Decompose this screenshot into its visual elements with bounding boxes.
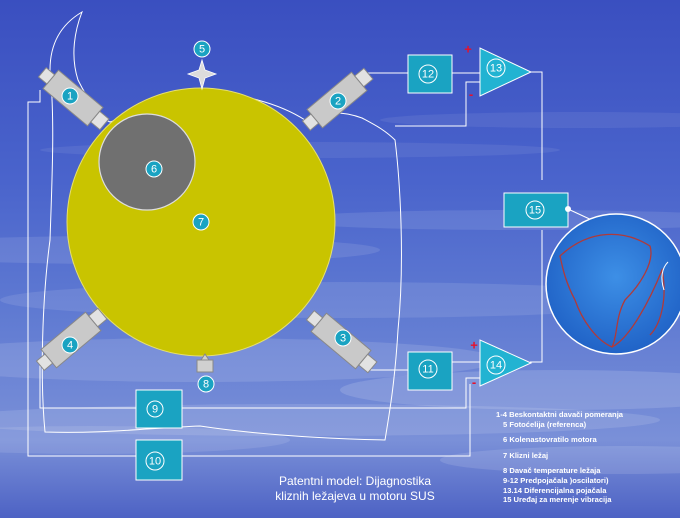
caption: Patentni model: Dijagnostika kliznih lež… [250,474,460,504]
legend-item-sensors: 1-4 Beskontaktni davači pomeranja [496,410,624,419]
caption-line-2: kliznih ležajeva u motoru SUS [275,489,435,503]
signal-wires [27,71,597,457]
badge-11: 11 [418,359,438,379]
amplifier-14 [479,339,533,387]
svg-text:14: 14 [490,360,502,372]
amp14-minus-sign: - [472,375,476,390]
wire-amp14-out [530,230,543,363]
svg-text:7: 7 [198,217,204,229]
badge-10: 10 [145,451,165,471]
svg-text:11: 11 [422,364,433,376]
legend-item-bearing: 7 Klizni ležaj [503,450,549,460]
svg-text:2: 2 [335,96,341,108]
badge-13: 13 [486,58,506,78]
svg-text:13: 13 [490,63,502,75]
wire-amp13-out [530,71,543,180]
legend-item-photocell: 5 Fotoćelija (referenca) [503,419,587,429]
badge-14: 14 [486,355,506,375]
badge-6: 6 [145,160,163,178]
wire-amp14-minus [182,377,480,409]
wire-box10-right [182,384,471,457]
vibration-scope [545,213,680,355]
badge-7: 7 [192,213,210,231]
svg-text:8: 8 [203,379,209,391]
wire-sensor1-loop [27,90,136,457]
crankshaft-6 [98,113,196,211]
legend: 1-4 Beskontaktni davači pomeranja 5 Foto… [496,410,676,505]
amp13-minus-sign: - [469,87,473,102]
svg-text:15: 15 [529,205,541,217]
wire-amp13-minus [395,81,480,127]
wire-sensor4-to-box9 [39,360,136,409]
svg-text:3: 3 [340,333,346,345]
legend-item-temperature: 8 Davač temperature ležaja [503,466,601,476]
temperature-sensor-icon [196,353,214,373]
svg-text:4: 4 [67,340,73,352]
legend-item-preamplifiers: 9-12 Predpojačala )oscilatori) [503,475,609,485]
legend-item-diff-amplifiers: 13.14 Diferencijalna pojačala [503,485,607,495]
badge-2: 2 [329,92,347,110]
badge-8: 8 [197,375,215,393]
svg-text:5: 5 [199,44,205,56]
svg-text:12: 12 [422,69,434,81]
badge-4: 4 [61,336,79,354]
badge-5: 5 [193,40,211,58]
badge-1: 1 [61,87,79,105]
legend-item-vibration-device: 15 Uređaj za merenje vibracija [503,495,612,505]
amp13-plus-sign: + [464,42,472,57]
legend-item-crankshaft: 6 Kolenastovratilo motora [503,435,597,445]
svg-text:6: 6 [151,164,157,176]
box15-output-dot [565,206,571,212]
svg-text:9: 9 [152,404,158,416]
svg-text:10: 10 [149,456,161,468]
badge-9: 9 [146,400,164,418]
vibration-trace [559,233,665,348]
caption-line-1: Patentni model: Dijagnostika [278,474,432,488]
photocell-star-icon [186,58,218,91]
svg-text:1: 1 [67,91,73,103]
scope-rim-accent [661,261,669,291]
badge-3: 3 [334,329,352,347]
badge-12: 12 [418,64,438,84]
badge-15: 15 [525,200,545,220]
amp14-plus-sign: + [470,338,478,353]
